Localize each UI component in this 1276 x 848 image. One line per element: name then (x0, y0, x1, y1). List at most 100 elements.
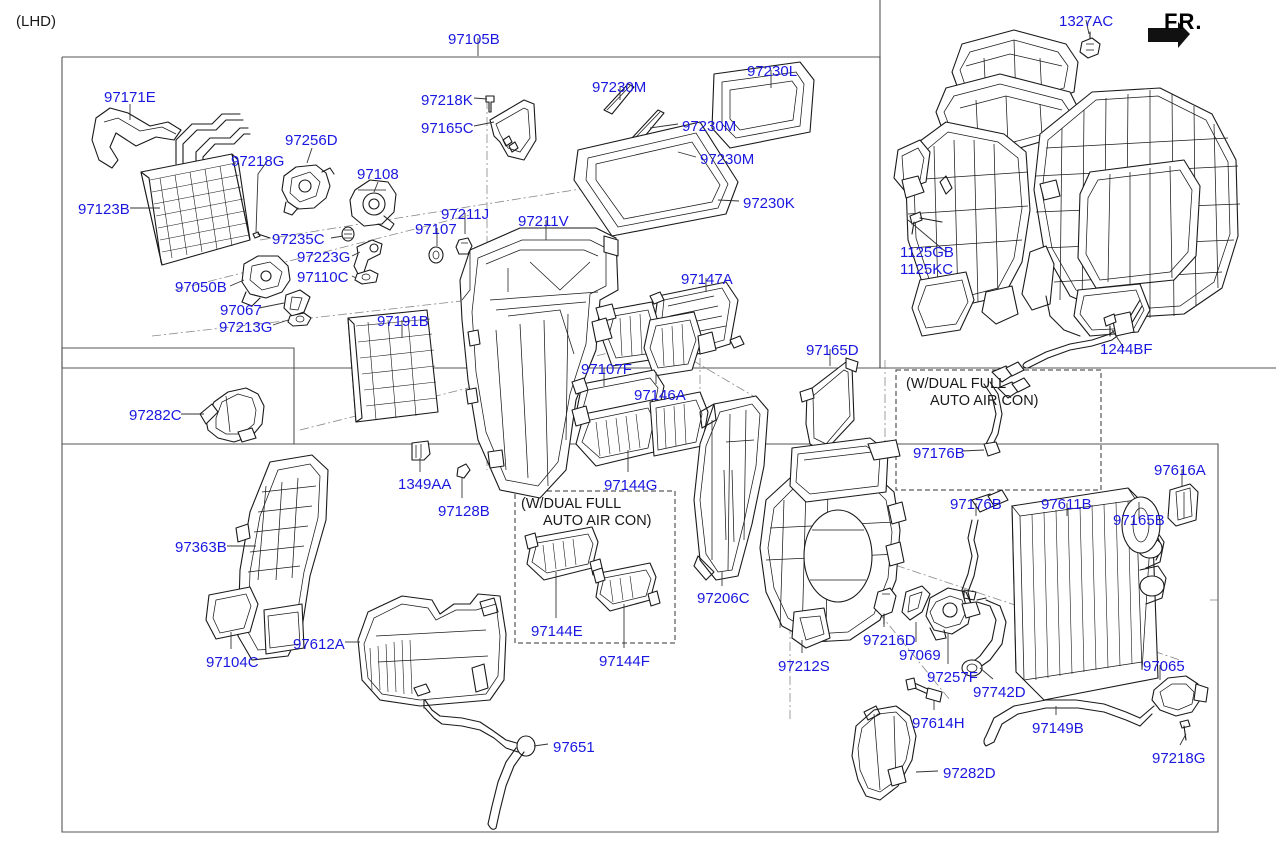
part-label-97213G: 97213G (219, 319, 273, 336)
part-97235C-bushing (341, 226, 355, 242)
part-label-97144E: 97144E (531, 623, 583, 640)
leader-lines (129, 19, 1187, 773)
part-label-97211V: 97211V (518, 213, 569, 230)
part-97256D-actuator (281, 164, 335, 216)
part-label-97146A: 97146A (634, 387, 686, 404)
part-label-97614H: 97614H (912, 715, 965, 732)
part-1349AA-clip (411, 440, 431, 461)
part-97128B-clip (456, 463, 471, 479)
part-97144F-vent (592, 562, 661, 612)
part-label-97363B: 97363B (175, 539, 227, 556)
part-label-97742D: 97742D (973, 684, 1026, 701)
part-label-97282D: 97282D (943, 765, 996, 782)
assembly-complete-hvac-module (893, 29, 1241, 369)
part-97651-drain-hose (423, 699, 536, 830)
part-97104C-seal (205, 586, 259, 640)
part-label-97176B-1: 97176B (913, 445, 965, 462)
part-label-97123B: 97123B (78, 201, 130, 218)
part-97230L-seal-frame (711, 61, 815, 149)
part-1125GB-bolt (909, 211, 943, 235)
part-label-97616A: 97616A (1154, 462, 1206, 479)
part-97612A-case (357, 593, 507, 707)
part-label-97144F: 97144F (599, 653, 650, 670)
part-label-97212S: 97212S (778, 658, 830, 675)
part-label-97257F: 97257F (927, 669, 978, 686)
part-97069-link (901, 585, 931, 621)
part-97211J-grommet (455, 237, 473, 255)
part-label-97651: 97651 (553, 739, 595, 756)
part-label-97165C: 97165C (421, 120, 474, 137)
part-97218K-bolt (485, 95, 495, 113)
part-label-97611B: 97611B (1041, 496, 1092, 513)
part-label-97128B: 97128B (438, 503, 490, 520)
part-label-97165D: 97165D (806, 342, 859, 359)
part-97282C-bracket (199, 387, 265, 443)
part-label-97206C: 97206C (697, 590, 750, 607)
part-97171E-seal (91, 107, 182, 169)
group-box-right-upper (879, 0, 1276, 369)
dual-aircon-caption-right-line2: AUTO AIR CON) (930, 393, 1039, 409)
part-97218G-screw-2 (1179, 719, 1191, 741)
part-97050B-actuator (241, 255, 291, 307)
part-97230K-seal-frame (573, 121, 739, 237)
part-97282D-bracket (851, 705, 917, 801)
part-97123B-heater-core (140, 153, 251, 266)
part-97191B-filter (347, 309, 439, 423)
part-label-97191B: 97191B (377, 313, 429, 330)
part-label-97065: 97065 (1143, 658, 1185, 675)
part-97171E-pipes (175, 113, 251, 171)
part-97213G-clip (287, 312, 312, 327)
part-1327AC-nut (1079, 31, 1101, 59)
part-label-97282C: 97282C (129, 407, 182, 424)
part-label-1244BF: 1244BF (1100, 341, 1153, 358)
part-label-97104C: 97104C (206, 654, 259, 671)
part-97206C-case-cover (693, 395, 769, 581)
part-97110C-clip (354, 269, 379, 285)
part-label-97216D: 97216D (863, 632, 916, 649)
part-97165D-door (799, 357, 859, 453)
part-97176B-harness-1 (983, 361, 1031, 457)
part-label-97165B: 97165B (1113, 512, 1165, 529)
part-label-97230M-2: 97230M (682, 118, 737, 135)
part-label-97171E: 97171E (104, 89, 156, 106)
part-97165C-door (489, 99, 537, 161)
part-label-97223G: 97223G (297, 249, 351, 266)
part-97223G-lever (353, 239, 383, 275)
part-97144E-vent (524, 526, 604, 581)
part-label-97147A: 97147A (681, 271, 733, 288)
part-97218G-screw-1 (252, 231, 271, 239)
part-97065-connector (1139, 675, 1209, 727)
part-label-1327AC: 1327AC (1059, 13, 1114, 30)
part-label-97256D: 97256D (285, 132, 338, 149)
part-97165B-grommet (1121, 496, 1161, 554)
fr-direction-arrow (1148, 22, 1190, 48)
part-label-97218K: 97218K (421, 92, 473, 109)
part-label-97176B-2: 97176B (950, 496, 1002, 513)
part-97108-motor (349, 179, 397, 231)
part-label-97069: 97069 (899, 647, 941, 664)
part-97149B-hose (983, 699, 1141, 747)
part-97363B-duct (235, 454, 329, 661)
part-label-97067: 97067 (220, 302, 262, 319)
part-97176B-harness-2 (961, 489, 1009, 619)
part-label-97230K: 97230K (743, 195, 795, 212)
part-97067-link (283, 289, 311, 317)
part-1244BF-bolt (1103, 313, 1117, 337)
part-label-97218G-1: 97218G (231, 153, 285, 170)
part-label-97144G: 97144G (604, 477, 658, 494)
part-label-97230M-1: 97230M (592, 79, 647, 96)
part-label-97105B: 97105B (448, 31, 500, 48)
part-label-97230M-3: 97230M (700, 151, 755, 168)
part-97614H-rod (905, 677, 943, 703)
part-97146A-vents (591, 301, 717, 377)
dashed-box-dual-auto-center (514, 490, 676, 644)
part-97211V-heater-case (459, 227, 619, 499)
dual-aircon-caption-center-line2: AUTO AIR CON) (543, 513, 652, 529)
part-label-1125KC: 1125KC (900, 261, 954, 278)
part-97616A-insulator (1167, 483, 1199, 527)
part-label-97108: 97108 (357, 166, 399, 183)
part-97257F-valve (925, 587, 977, 641)
part-label-97149B: 97149B (1032, 720, 1084, 737)
